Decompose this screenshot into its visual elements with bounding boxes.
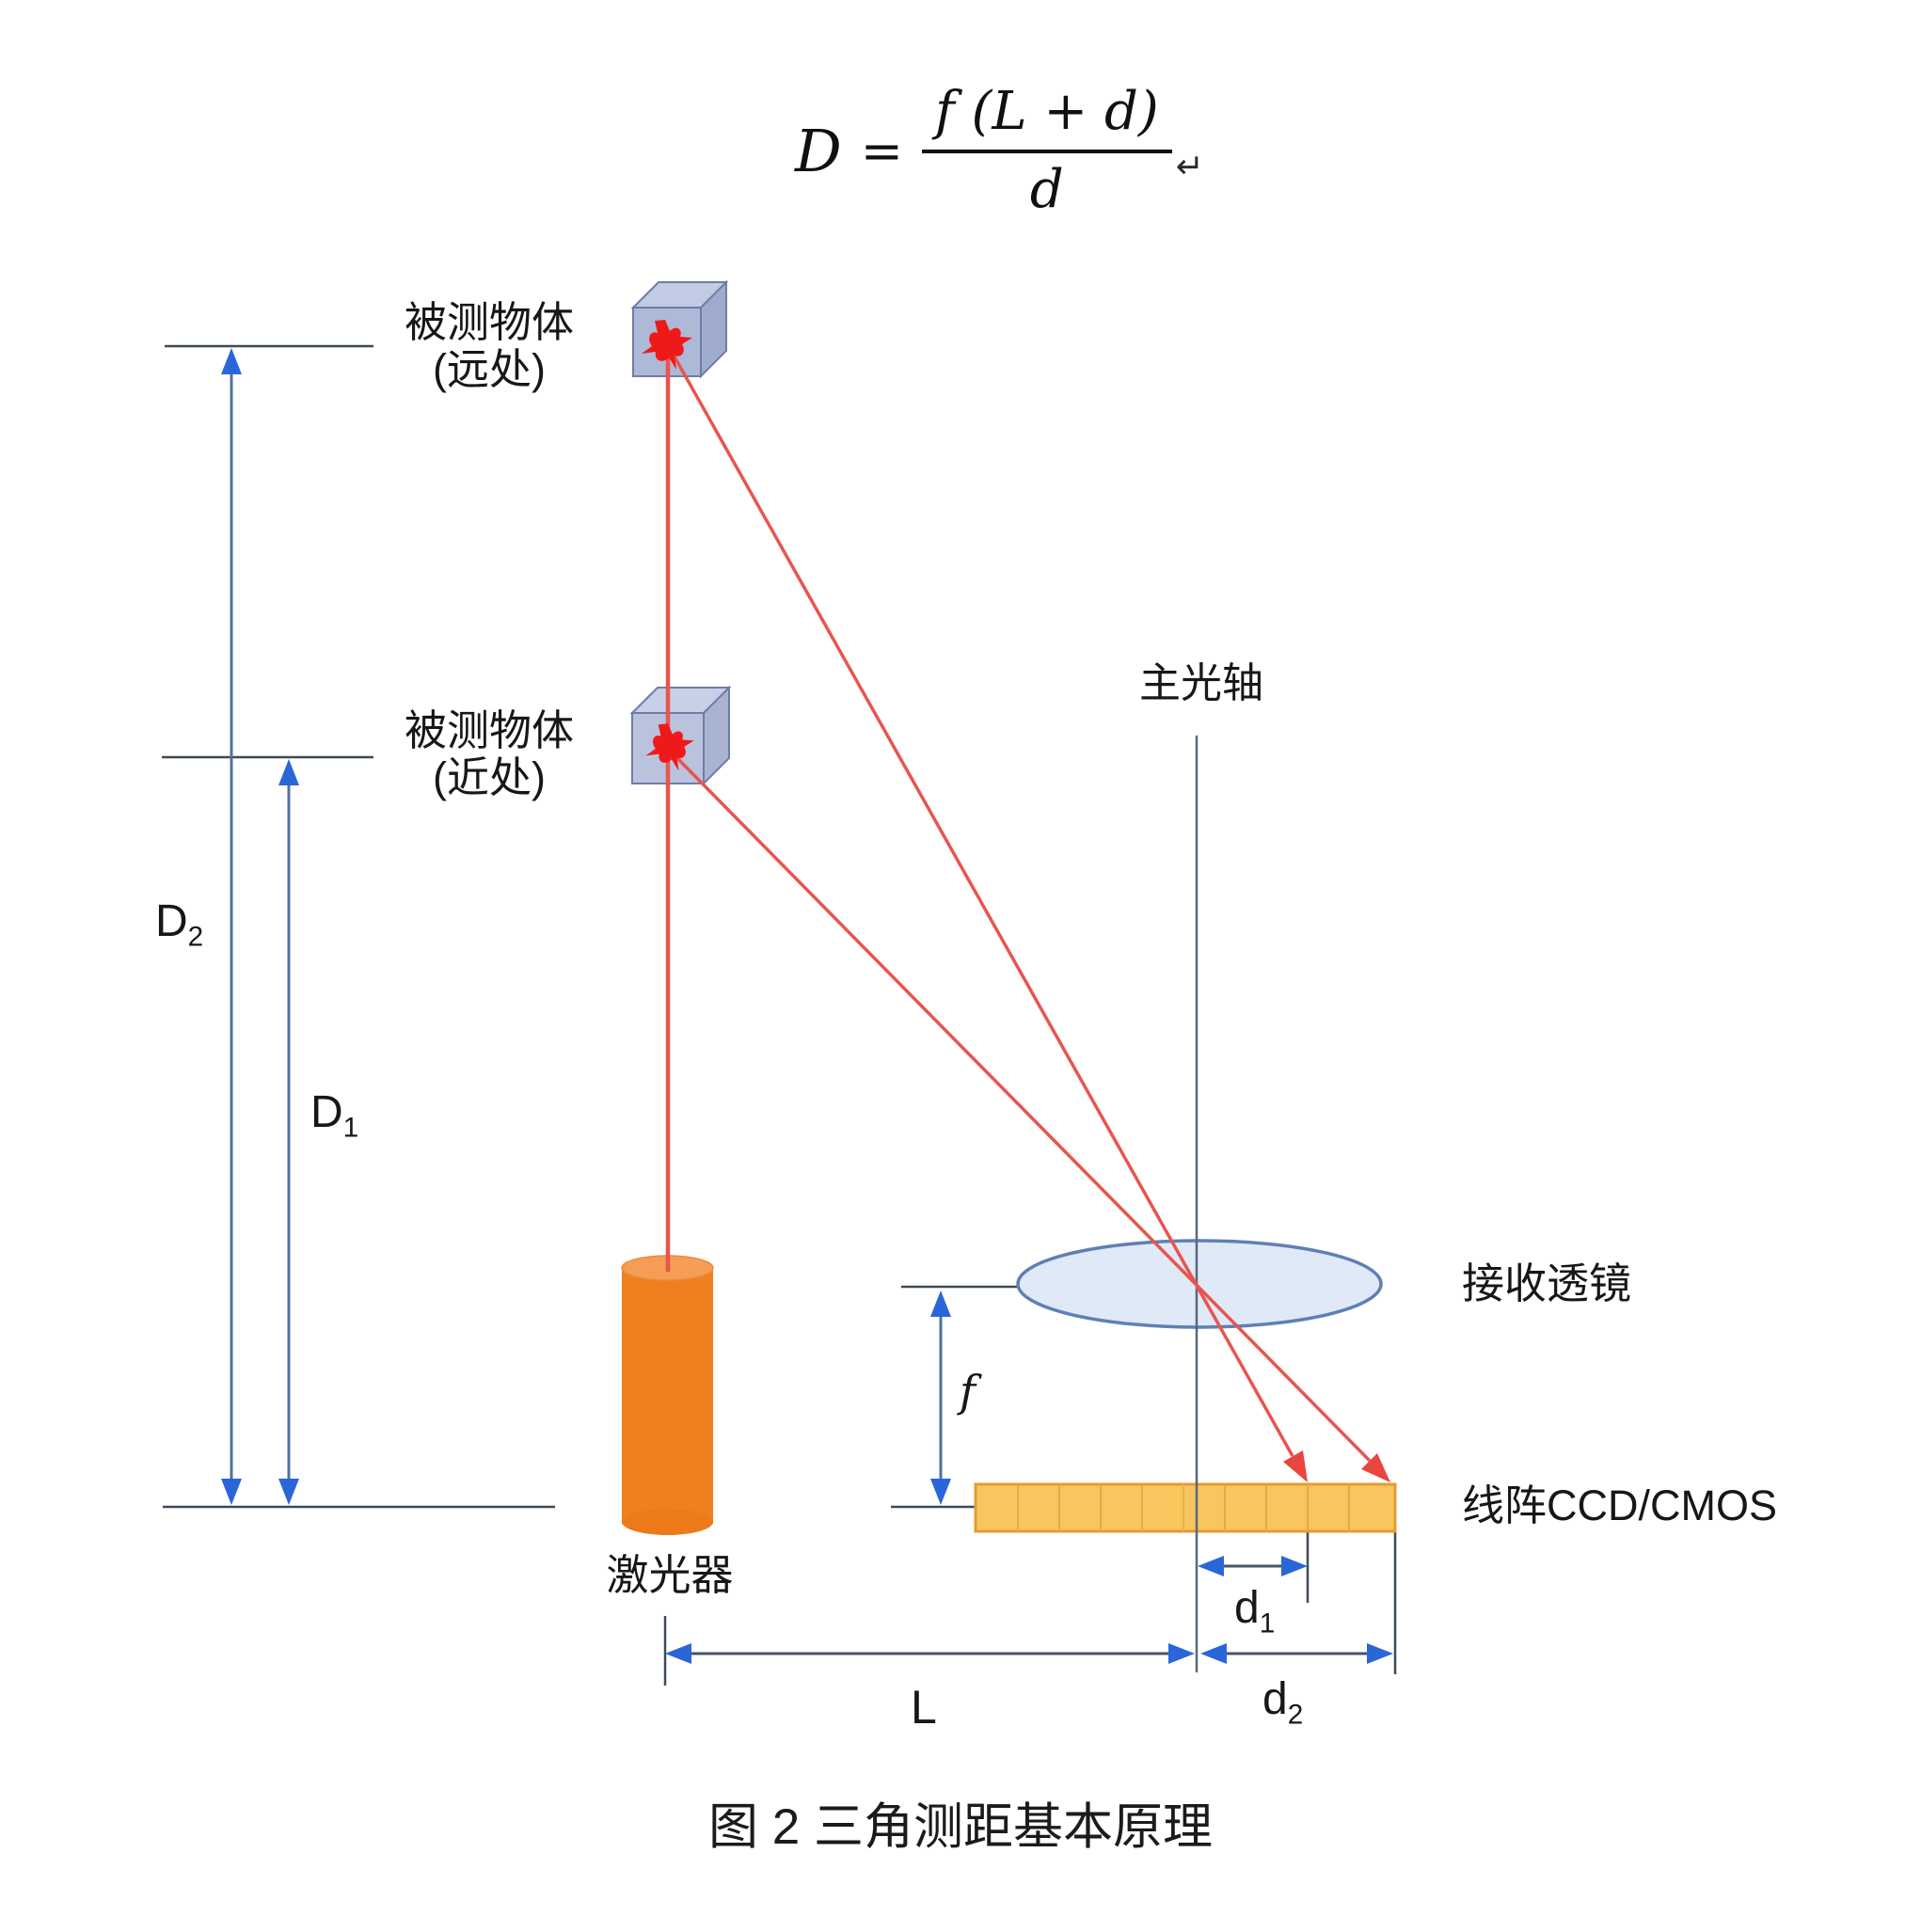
- label-optical-axis: 主光轴: [1139, 660, 1263, 706]
- receiving-lens: [1016, 1239, 1383, 1329]
- label-laser: 激光器: [606, 1551, 734, 1599]
- linear-ccd-sensor: [974, 1482, 1397, 1533]
- dim-D1-arrow: [278, 759, 299, 1505]
- measured-object-far-cube: [630, 279, 729, 379]
- dim-D2-arrow: [221, 348, 242, 1505]
- dim-label-L: L: [911, 1680, 937, 1734]
- label-object-near-line1: 被测物体: [404, 706, 574, 754]
- label-object-far-line2: (远处): [433, 345, 546, 393]
- formula: D = f (L + d) d ↵: [795, 81, 1204, 220]
- dim-label-d2: d2: [1262, 1673, 1303, 1732]
- dim-label-f: f: [960, 1366, 976, 1417]
- label-object-far: 被测物体 (远处): [362, 299, 616, 393]
- formula-lhs: D: [795, 116, 842, 185]
- ray-far-object: [670, 351, 1308, 1482]
- dim-d2-arrow: [1200, 1643, 1393, 1664]
- label-sensor: 线阵CCD/CMOS: [1462, 1481, 1777, 1529]
- label-object-far-line1: 被测物体: [404, 298, 574, 346]
- label-lens: 接收透镜: [1462, 1259, 1632, 1307]
- dim-L-arrow: [665, 1643, 1195, 1664]
- dim-d2-sub: 2: [1287, 1699, 1304, 1731]
- return-mark-icon: ↵: [1175, 147, 1204, 186]
- laser-cylinder: [621, 1255, 714, 1535]
- dim-d2-base: d: [1262, 1674, 1288, 1724]
- dim-D1-base: D: [310, 1087, 343, 1137]
- ray-near-object: [670, 751, 1390, 1482]
- dim-d1-base: d: [1234, 1583, 1260, 1633]
- dim-D2-base: D: [155, 896, 188, 946]
- formula-numerator: f (L + d): [921, 81, 1172, 153]
- formula-fraction: f (L + d) d: [921, 81, 1172, 220]
- dim-D1-sub: 1: [342, 1112, 359, 1144]
- dim-label-D2: D2: [155, 895, 203, 954]
- label-object-near: 被测物体 (近处): [362, 707, 616, 801]
- dim-d1-sub: 1: [1259, 1607, 1276, 1639]
- dim-D2-sub: 2: [187, 921, 204, 953]
- figure-caption: 图 2 三角测距基本原理: [708, 1799, 1213, 1855]
- formula-equals: =: [860, 120, 903, 181]
- label-object-near-line2: (近处): [433, 753, 546, 801]
- dim-label-D1: D1: [310, 1086, 358, 1145]
- dim-d1-arrow: [1198, 1556, 1308, 1576]
- dim-label-d1: d1: [1234, 1582, 1275, 1640]
- dim-f-base: f: [960, 1366, 976, 1417]
- dim-L-base: L: [911, 1681, 937, 1734]
- dim-f-arrow: [930, 1291, 951, 1505]
- formula-denominator: d: [1029, 159, 1064, 220]
